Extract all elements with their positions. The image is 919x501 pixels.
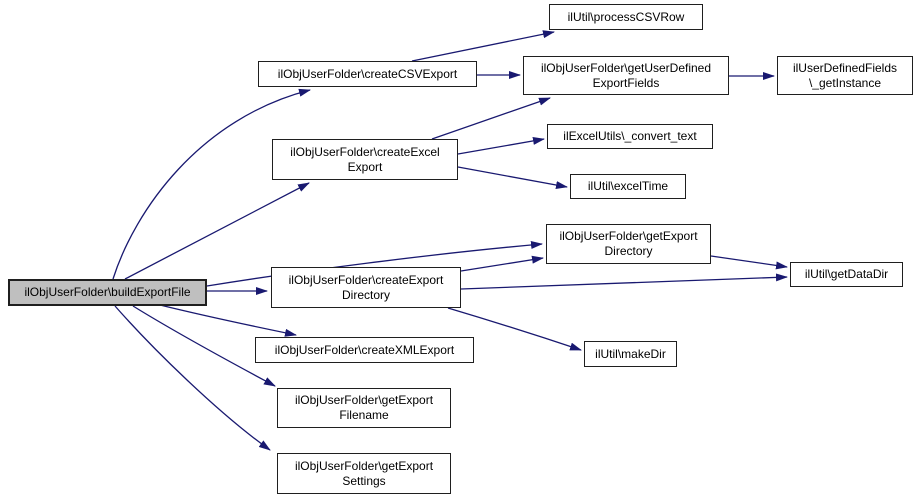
node-createXMLExport[interactable]: ilObjUserFolder\createXMLExport bbox=[255, 337, 474, 363]
edge-buildExportFile-getExportDirectory bbox=[206, 240, 543, 287]
edge-buildExportFile-createCSVExport bbox=[112, 88, 311, 280]
node-label: Export bbox=[347, 159, 383, 174]
node-label: Settings bbox=[342, 473, 386, 488]
node-label: Directory bbox=[341, 287, 390, 302]
node-getExportFilename[interactable]: ilObjUserFolder\getExport Filename bbox=[277, 388, 451, 428]
edge-createExcelExport-convertText bbox=[457, 136, 545, 155]
node-label: ilExcelUtils\_convert_text bbox=[563, 129, 697, 143]
node-label: ilUtil\processCSVRow bbox=[567, 9, 685, 24]
node-getDataDir[interactable]: ilUtil\getDataDir bbox=[790, 262, 903, 287]
node-buildExportFile: ilObjUserFolder\buildExportFile bbox=[8, 279, 207, 306]
node-label: \_getInstance bbox=[808, 75, 882, 90]
edge-createExportDirectory-getDataDir bbox=[460, 273, 788, 290]
node-getInstance[interactable]: ilUserDefinedFields \_getInstance bbox=[777, 56, 913, 95]
node-excelTime[interactable]: ilUtil\excelTime bbox=[570, 174, 686, 199]
node-makeDir[interactable]: ilUtil\makeDir bbox=[584, 341, 677, 367]
node-label: ilObjUserFolder\createXMLExport bbox=[274, 342, 455, 357]
node-processCSVRow[interactable]: ilUtil\processCSVRow bbox=[549, 4, 703, 30]
node-getUserDefinedExportFields[interactable]: ilObjUserFolder\getUserDefined ExportFie… bbox=[523, 56, 729, 95]
node-label: Filename bbox=[339, 408, 389, 422]
node-label: ilObjUserFolder\createCSVExport bbox=[277, 66, 458, 81]
edge-buildExportFile-getExportFilename bbox=[132, 305, 276, 387]
edge-createExcelExport-excelTime bbox=[457, 166, 568, 189]
edge-createExcelExport-getUserDefinedExportFields bbox=[431, 97, 551, 140]
node-label: ilObjUserFolder\createExcel bbox=[290, 144, 440, 159]
edge-buildExportFile-createXMLExport bbox=[159, 304, 297, 337]
node-label: ilUtil\excelTime bbox=[587, 179, 669, 193]
node-label: ilObjUserFolder\getExport bbox=[294, 458, 434, 473]
edge-buildExportFile-getExportSettings bbox=[114, 305, 271, 451]
node-label: Directory bbox=[604, 244, 653, 258]
edge-createExportDirectory-makeDir bbox=[447, 307, 582, 351]
node-label: ilUtil\makeDir bbox=[595, 346, 666, 361]
node-label: ilUserDefinedFields bbox=[792, 60, 898, 75]
node-getExportDirectory[interactable]: ilObjUserFolder\getExport Directory bbox=[546, 224, 711, 264]
node-label: ilObjUserFolder\buildExportFile bbox=[24, 285, 191, 299]
edge-createCSVExport-processCSVRow bbox=[411, 30, 555, 62]
edge-createExportDirectory-getExportDirectory bbox=[460, 255, 544, 272]
node-createCSVExport[interactable]: ilObjUserFolder\createCSVExport bbox=[258, 61, 477, 87]
node-label: ilObjUserFolder\getUserDefined bbox=[540, 60, 712, 75]
node-createExportDirectory[interactable]: ilObjUserFolder\createExport Directory bbox=[271, 267, 461, 308]
node-label: ilObjUserFolder\getExport bbox=[559, 229, 698, 243]
node-createExcelExport[interactable]: ilObjUserFolder\createExcel Export bbox=[272, 139, 458, 180]
node-label: ilUtil\getDataDir bbox=[804, 267, 889, 281]
edge-getExportDirectory-getDataDir bbox=[710, 255, 788, 270]
node-label: ilObjUserFolder\getExport bbox=[294, 393, 434, 407]
node-label: ExportFields bbox=[592, 75, 660, 90]
node-getExportSettings[interactable]: ilObjUserFolder\getExport Settings bbox=[277, 453, 451, 494]
node-label: ilObjUserFolder\createExport bbox=[288, 272, 444, 287]
node-convertText[interactable]: ilExcelUtils\_convert_text bbox=[547, 124, 713, 149]
edge-buildExportFile-createExcelExport bbox=[124, 182, 310, 280]
